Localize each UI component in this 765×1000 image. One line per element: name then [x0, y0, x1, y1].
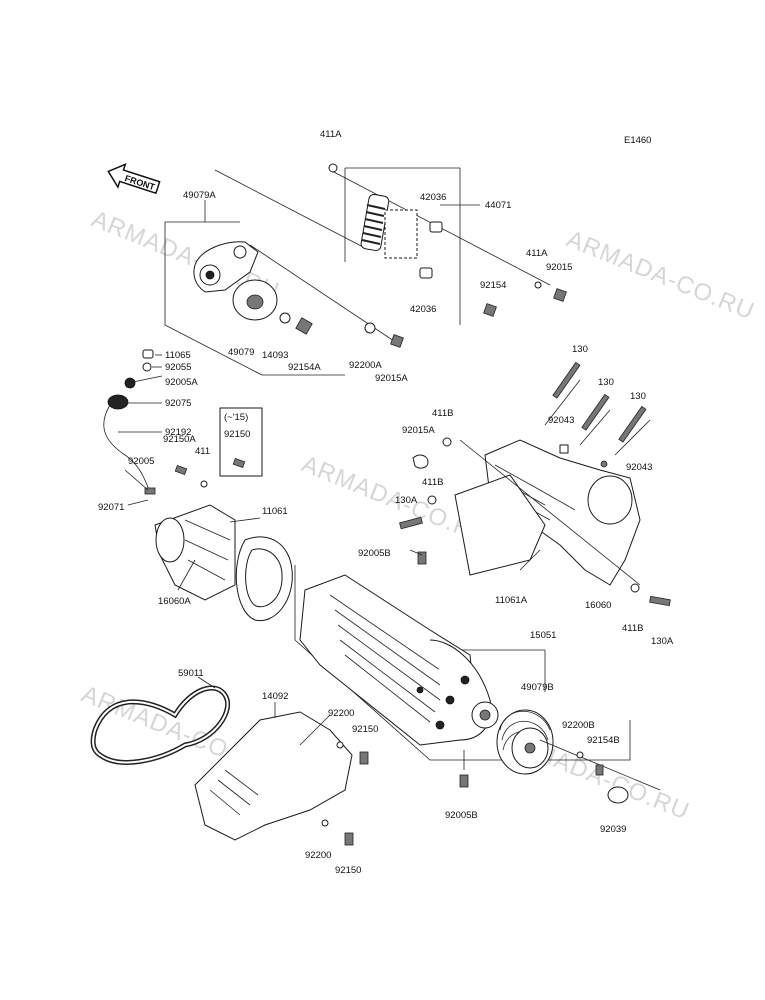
callout-49079b: 49079B	[521, 682, 554, 693]
callout-11065: 11065	[165, 350, 191, 361]
callout-130-1: 130	[572, 344, 588, 355]
callout-92039: 92039	[600, 824, 626, 835]
callout-14093: 14093	[262, 350, 288, 361]
damper-spring	[360, 193, 418, 259]
callout-411b-1: 411B	[432, 408, 453, 419]
callout-92150-1: 92150	[352, 724, 378, 735]
callout-411: 411	[195, 446, 210, 457]
callout-92015a-mid: 92015A	[402, 425, 435, 436]
callout-16060: 16060	[585, 600, 611, 611]
intake-housing	[399, 361, 671, 607]
callout-411a-top: 411A	[320, 129, 342, 140]
callout-11061: 11061	[262, 506, 288, 517]
callout-92154b: 92154B	[587, 735, 620, 746]
callout-49079: 49079	[228, 347, 254, 358]
callout-92015a-top: 92015A	[375, 373, 408, 384]
callout-92150a: 92150A	[163, 434, 196, 445]
callout-92043-2: 92043	[626, 462, 652, 473]
callout-15051: 15051	[530, 630, 556, 641]
callout-16060a: 16060A	[158, 596, 191, 607]
callout-44071: 44071	[485, 200, 511, 211]
callout-92005b-top: 92005B	[358, 548, 391, 559]
drive-belt	[90, 676, 231, 765]
callout-130-2: 130	[598, 377, 614, 388]
belt-cover	[194, 702, 369, 846]
callout-92043-1: 92043	[548, 415, 574, 426]
callout-92005b-bot: 92005B	[445, 810, 478, 821]
callout-42036-top: 42036	[420, 192, 446, 203]
callout-92071: 92071	[98, 502, 124, 513]
callout-92005: 92005	[128, 456, 154, 467]
inlet-duct	[154, 504, 293, 622]
callout-92192: 92192	[165, 427, 191, 438]
callout-59011: 59011	[178, 668, 204, 679]
callout-labels: 411A 44071 42036 42036 49079A 411A 92015…	[98, 129, 674, 876]
callout-92200-1: 92200	[328, 708, 354, 719]
cable-group	[103, 349, 263, 506]
callout-92150-note: 92150	[224, 429, 250, 440]
callout-92055: 92055	[165, 362, 191, 373]
diagram-code: E1460	[624, 135, 651, 146]
callout-130-3: 130	[630, 391, 646, 402]
callout-92015: 92015	[546, 262, 572, 273]
callout-92075: 92075	[165, 398, 191, 409]
supercharger-body	[294, 549, 661, 804]
callout-411a-right: 411A	[526, 248, 548, 259]
callout-130a-2: 130A	[651, 636, 674, 647]
callout-92200-2: 92200	[305, 850, 331, 861]
front-arrow-icon: FRONT	[107, 163, 161, 195]
callout-411b-2: 411B	[422, 477, 443, 488]
callout-130a-1: 130A	[395, 495, 418, 506]
callout-14092: 14092	[262, 691, 288, 702]
callout-42036-bot: 42036	[410, 304, 436, 315]
callout-92154: 92154	[480, 280, 506, 291]
callout-49079a: 49079A	[183, 190, 216, 201]
variant-note: (~'15)	[224, 412, 248, 423]
tensioner-group	[164, 163, 567, 376]
watermark-2: ARMADA-CO.RU	[563, 226, 759, 326]
callout-92200b: 92200B	[562, 720, 595, 731]
callout-92150-2: 92150	[335, 865, 361, 876]
callout-92005a: 92005A	[165, 377, 198, 388]
callout-92154a: 92154A	[288, 362, 321, 373]
callout-92200a: 92200A	[349, 360, 382, 371]
callout-11061a: 11061A	[495, 595, 528, 606]
callout-411b-3: 411B	[622, 623, 643, 634]
